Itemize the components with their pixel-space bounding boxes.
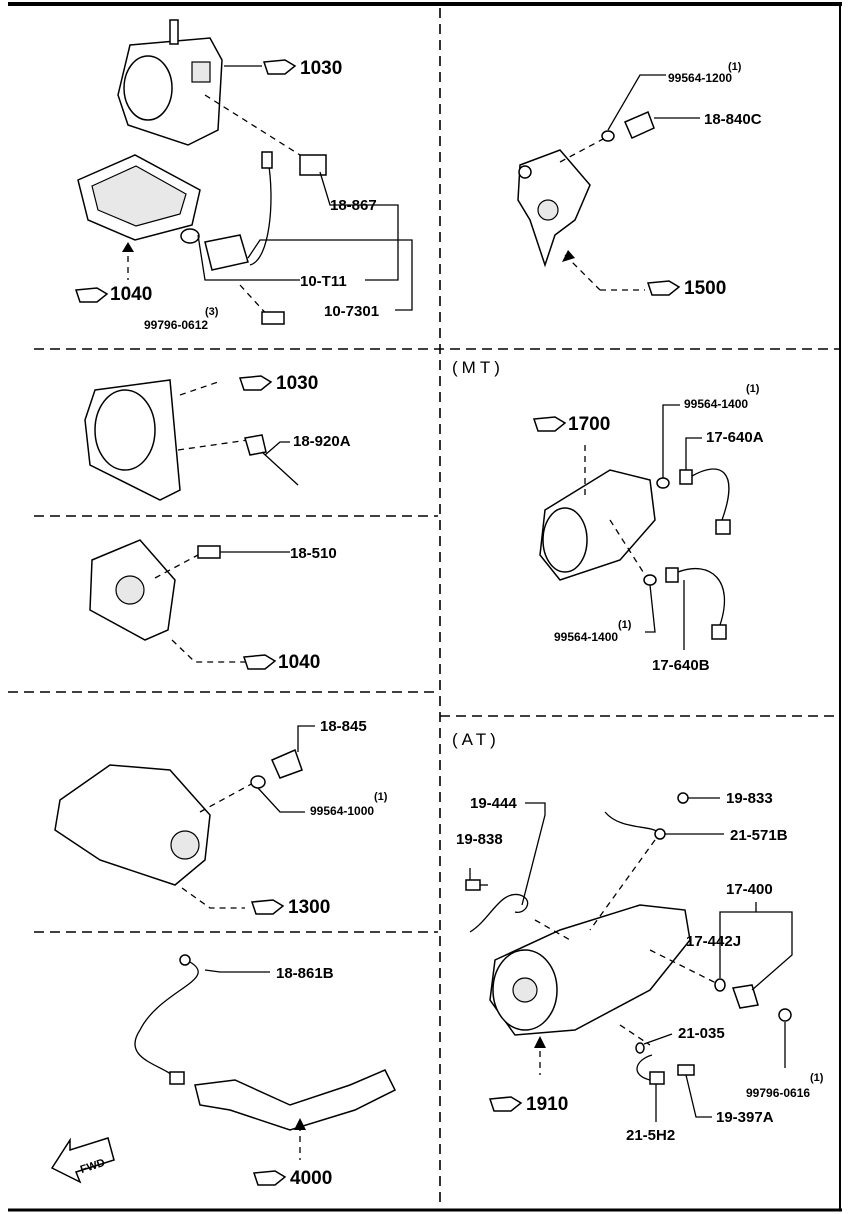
section-4000 (50, 954, 397, 1184)
part-18-840C: 18-840C (704, 111, 762, 128)
part-99796-0616: 99796-0616 (746, 1086, 810, 1100)
qty-99564-1400-bottom: (1) (618, 619, 632, 631)
oxygen-sensor-18-861B-drawing (169, 1071, 185, 1085)
section-mt (539, 404, 731, 650)
qty-99564-1400-top: (1) (746, 383, 760, 395)
part-99564-1000: 99564-1000 (310, 804, 374, 818)
section-1300 (54, 725, 315, 909)
hand-pointer-icon (74, 59, 681, 1186)
qty-99564-1000: (1) (374, 791, 388, 803)
part-17-640A: 17-640A (706, 429, 764, 446)
part-99564-1200: 99564-1200 (668, 71, 732, 85)
part-19-397A: 19-397A (716, 1109, 774, 1126)
part-10-7301: 10-7301 (324, 303, 379, 320)
fwd-arrow-icon (50, 1137, 115, 1184)
part-19-833: 19-833 (726, 790, 773, 807)
ref-1700: 1700 (568, 414, 610, 435)
part-17-442J: 17-442J (686, 933, 741, 950)
labels: (MT) (AT) 1030 1040 1500 1030 1700 1040 … (79, 58, 824, 1189)
part-21-571B: 21-571B (730, 827, 788, 844)
ref-1040-mid: 1040 (278, 652, 320, 673)
part-18-510: 18-510 (290, 545, 337, 562)
part-19-838: 19-838 (456, 831, 503, 848)
part-17-400: 17-400 (726, 881, 773, 898)
frame (8, 2, 842, 1212)
ref-1040-top: 1040 (110, 284, 152, 305)
part-18-861B: 18-861B (276, 965, 334, 982)
qty-99796-0616: (1) (810, 1072, 824, 1084)
exhaust-pipe-drawing (194, 1069, 397, 1131)
part-21-035: 21-035 (678, 1025, 725, 1042)
header-at: (AT) (452, 730, 500, 749)
part-10-T11: 10-T11 (300, 273, 347, 290)
section-case-1040 (89, 539, 290, 663)
header-mt: (MT) (452, 358, 504, 377)
ref-1910: 1910 (526, 1094, 568, 1115)
intake-manifold-drawing (54, 764, 211, 886)
part-18-845: 18-845 (320, 718, 367, 735)
part-18-867: 18-867 (330, 197, 377, 214)
qty-99796-0612: (3) (205, 306, 219, 318)
section-case-1030 (84, 379, 299, 501)
section-top-left (77, 19, 413, 325)
ref-1030-top: 1030 (300, 58, 342, 79)
part-18-920A: 18-920A (293, 433, 351, 450)
ref-4000: 4000 (290, 1168, 332, 1189)
oxygen-sensor-wire (134, 961, 199, 1079)
sensor-18-920A-drawing (244, 434, 267, 456)
part-99796-0612: 99796-0612 (144, 318, 208, 332)
ref-1500: 1500 (684, 278, 726, 299)
part-99564-1400-bottom: 99564-1400 (554, 630, 618, 644)
section-top-right (517, 74, 700, 291)
part-17-640B: 17-640B (652, 657, 710, 674)
switch-18-840C-drawing (624, 110, 655, 139)
bolt-drawing (261, 311, 285, 325)
sensor-18-845-drawing (271, 748, 303, 779)
ref-1300: 1300 (288, 897, 330, 918)
ref-1030-mid: 1030 (276, 373, 318, 394)
part-19-444: 19-444 (470, 795, 517, 812)
speed-sensor-17-400-drawing (731, 984, 759, 1009)
part-99564-1400-top: 99564-1400 (684, 397, 748, 411)
switch-18-510-drawing (197, 545, 221, 559)
section-at (465, 792, 793, 1122)
qty-99564-1200: (1) (728, 61, 742, 73)
part-21-5H2: 21-5H2 (626, 1127, 675, 1144)
